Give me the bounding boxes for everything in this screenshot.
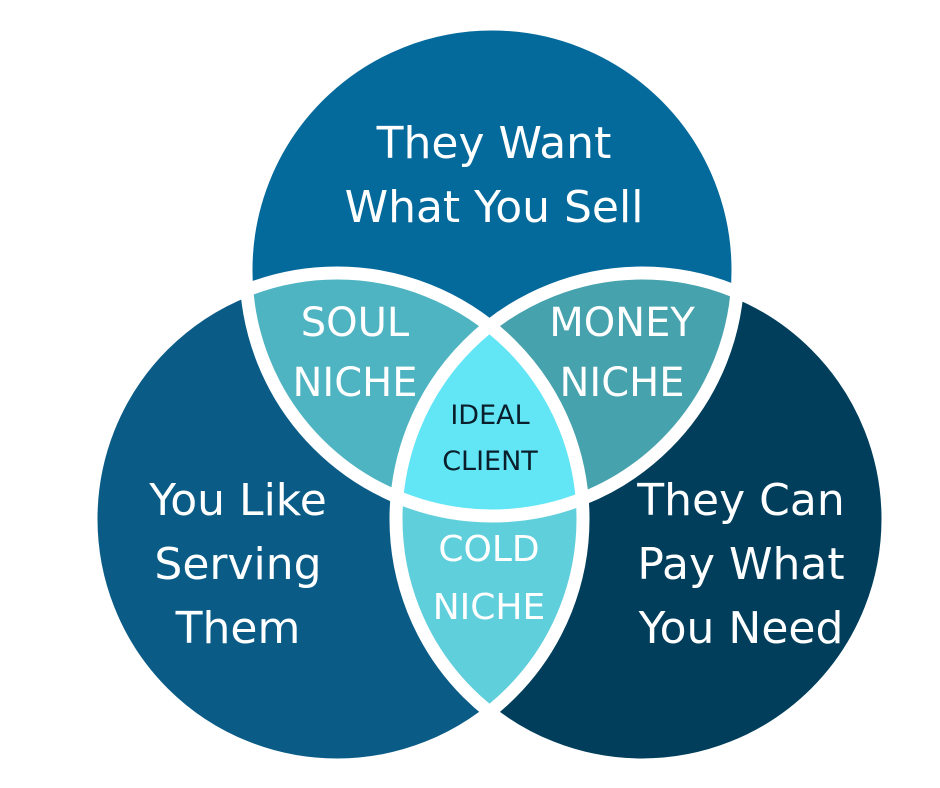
outline-top bbox=[239, 17, 745, 523]
outline-right bbox=[389, 266, 895, 772]
left-line-3: Them bbox=[175, 603, 301, 654]
money-niche-label: MONEY NICHE bbox=[549, 293, 695, 413]
right-line-3: You Need bbox=[638, 603, 844, 654]
ideal-line-1: IDEAL bbox=[450, 400, 530, 431]
ideal-line-2: CLIENT bbox=[442, 446, 538, 477]
region-ideal-client bbox=[396, 273, 583, 516]
right-circle-label: They Can Pay What You Need bbox=[637, 469, 844, 661]
left-circle-label: You Like Serving Them bbox=[149, 469, 327, 661]
money-line-2: NICHE bbox=[559, 360, 685, 406]
cold-niche-label: COLD NICHE bbox=[433, 521, 546, 637]
soul-line-1: SOUL bbox=[300, 300, 410, 346]
cold-line-1: COLD bbox=[438, 529, 540, 570]
outline-left bbox=[84, 266, 590, 772]
ideal-client-label: IDEAL CLIENT bbox=[442, 393, 538, 485]
top-line-2: What You Sell bbox=[344, 182, 644, 233]
top-line-1: They Want bbox=[376, 118, 612, 169]
right-line-2: Pay What bbox=[637, 539, 845, 590]
left-line-2: Serving bbox=[154, 539, 322, 590]
cold-line-2: NICHE bbox=[432, 587, 546, 628]
money-line-1: MONEY bbox=[549, 300, 695, 346]
left-line-1: You Like bbox=[149, 475, 327, 526]
right-line-1: They Can bbox=[637, 475, 845, 526]
soul-niche-label: SOUL NICHE bbox=[293, 293, 418, 413]
top-circle-label: They Want What You Sell bbox=[345, 112, 644, 240]
soul-line-2: NICHE bbox=[292, 360, 418, 406]
